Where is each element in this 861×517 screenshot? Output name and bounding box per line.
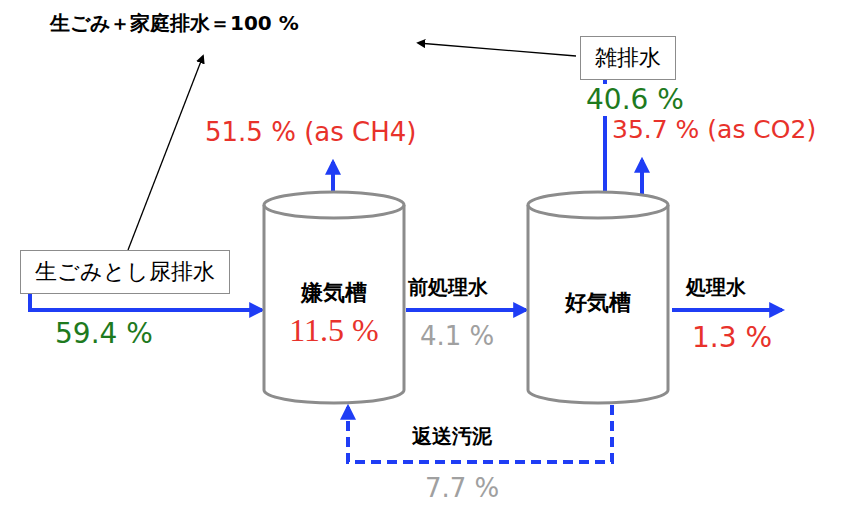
box-label: 生ごみとし尿排水: [35, 259, 215, 284]
tank-label: 11.5 %: [262, 312, 406, 349]
percent-value: 1.3 %: [692, 322, 772, 354]
tank-label: 好気槽: [526, 288, 670, 318]
total-note: 生ごみ＋家庭排水＝100 %: [50, 12, 299, 35]
flow-arrow: [406, 308, 526, 312]
percent-value: 7.7 %: [425, 474, 499, 504]
tank-rim: [528, 205, 668, 218]
percent-value: 40.6 %: [583, 84, 687, 116]
box-label: 雑排水: [595, 45, 661, 70]
flow-name: 前処理水: [408, 276, 488, 299]
percent-value: 35.7 % (as CO2): [612, 116, 816, 145]
tank-label: 嫌気槽: [262, 278, 406, 308]
aerobic-tank: 好気槽: [526, 190, 670, 405]
percent-value: 51.5 % (as CH4): [205, 118, 416, 148]
effluent-arrow: [672, 308, 782, 312]
tank-rim: [264, 205, 404, 218]
flow-name: 返送汚泥: [412, 425, 492, 448]
percent-value: 59.4 %: [55, 318, 153, 350]
leader-arrow: [418, 43, 576, 56]
flow-arrow: [30, 294, 262, 310]
source-box: 生ごみとし尿排水: [20, 250, 230, 294]
flow-name: 処理水: [686, 276, 746, 299]
source-box: 雑排水: [580, 36, 676, 80]
percent-value: 4.1 %: [420, 322, 494, 352]
leader-arrow: [128, 56, 203, 250]
anaerobic-tank: 嫌気槽 11.5 %: [262, 190, 406, 405]
return-sludge-line: [348, 405, 612, 462]
